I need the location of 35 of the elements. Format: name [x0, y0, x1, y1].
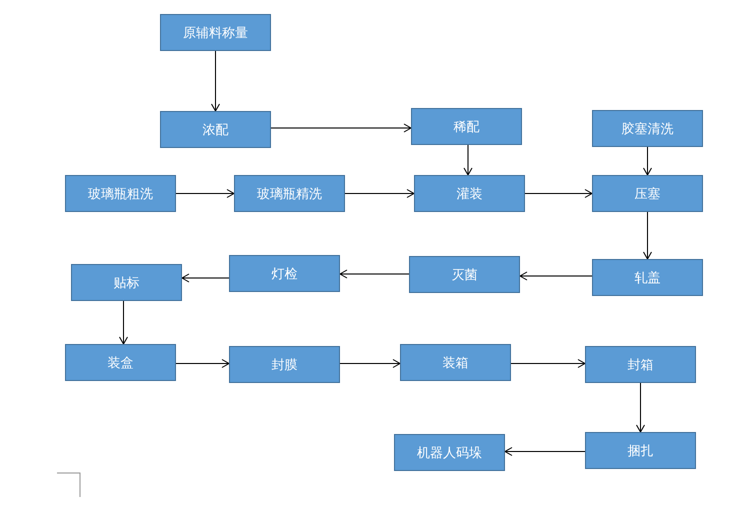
- process-box: 胶塞清洗: [592, 110, 703, 147]
- arrow: [176, 359, 230, 368]
- process-box: 稀配: [411, 108, 522, 145]
- arrow: [344, 189, 414, 198]
- arrow: [520, 272, 592, 280]
- process-box: 原辅料称量: [160, 14, 271, 51]
- process-box: 贴标: [71, 264, 182, 301]
- process-box: 装盒: [65, 344, 176, 381]
- arrow: [510, 359, 586, 368]
- process-box: 压塞: [592, 175, 703, 212]
- process-box: 浓配: [160, 111, 271, 148]
- process-box: 封箱: [585, 346, 696, 383]
- process-box: 玻璃瓶精洗: [234, 175, 345, 212]
- process-box: 灯检: [229, 255, 340, 292]
- process-box: 机器人码垛: [394, 434, 505, 471]
- process-box: 装箱: [400, 344, 511, 381]
- process-box: 轧盖: [592, 259, 703, 296]
- process-box: 灭菌: [409, 256, 520, 293]
- arrow: [504, 447, 586, 456]
- arrow: [270, 124, 412, 132]
- arrow: [119, 300, 128, 344]
- arrow: [340, 359, 400, 368]
- arrow: [464, 144, 472, 176]
- process-box: 玻璃瓶粗洗: [65, 175, 176, 212]
- arrow: [643, 146, 652, 176]
- arrow: [636, 382, 645, 432]
- arrow: [524, 189, 592, 198]
- process-box: 灌装: [414, 175, 525, 212]
- arrow: [643, 212, 652, 260]
- arrow: [182, 274, 230, 282]
- process-box: 捆扎: [585, 432, 696, 469]
- process-box: 封膜: [229, 346, 340, 383]
- arrow: [340, 270, 410, 278]
- arrow: [176, 189, 234, 198]
- arrow: [211, 50, 220, 112]
